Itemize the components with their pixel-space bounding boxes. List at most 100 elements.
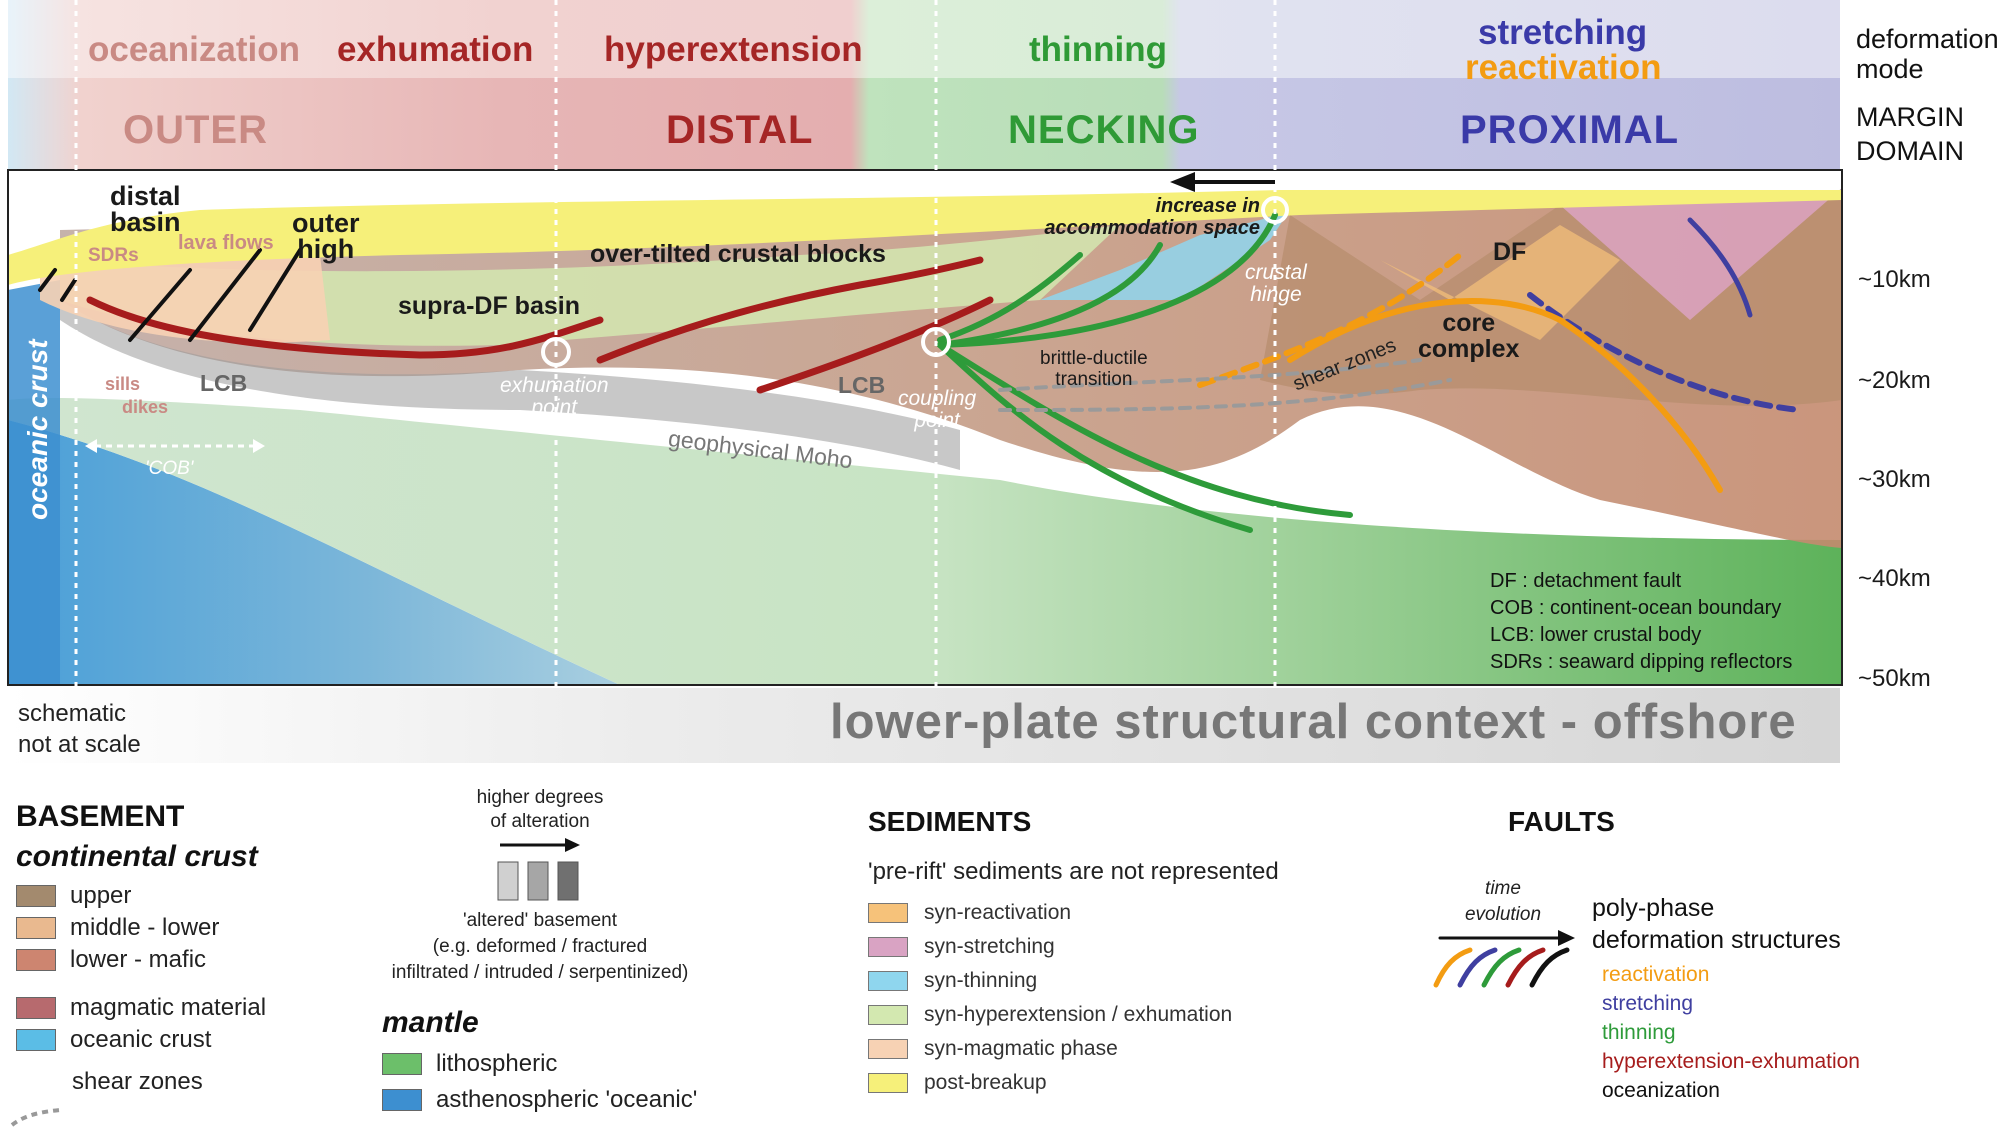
mode-hyperextension: hyperextension [604, 30, 863, 69]
post-breakup-sediments [8, 190, 1842, 285]
sediments-legend: SEDIMENTS 'pre-rift' sediments are not r… [868, 806, 1348, 1100]
shear-zone [998, 378, 1452, 412]
sills-label: sills [105, 374, 141, 394]
dikes-label: dikes [122, 397, 169, 417]
domain-outer: OUTER [123, 108, 268, 152]
continental-crust-title: continental crust [16, 840, 258, 873]
mode-stretching: stretching [1478, 13, 1648, 52]
depth-tick-10: ~10km [1858, 266, 1931, 293]
swatch-lower-mafic [16, 949, 56, 971]
coupling-point-marker [921, 327, 951, 357]
swatch-lithospheric [382, 1053, 422, 1075]
swatch-upper [16, 885, 56, 907]
legend-item-middle-lower: middle - lower [16, 912, 376, 944]
domain-dividers [74, 0, 1277, 690]
lcb-middle-label: LCB [838, 372, 886, 398]
cob-label: 'COB' [145, 458, 194, 479]
footer-band [8, 688, 1840, 763]
accommodation-arrow [1170, 172, 1275, 192]
thinning-fault [937, 342, 1353, 518]
mode-reactivation: reactivation [1465, 48, 1662, 87]
stretching-fault [1687, 217, 1753, 318]
depth-tick-50: ~50km [1858, 665, 1931, 692]
mode-oceanization: oceanization [88, 30, 300, 69]
mode-thinning: thinning [1029, 30, 1168, 69]
over-tilted-blocks-label: over-tilted crustal blocks [590, 240, 886, 268]
hyperextension-fault [756, 296, 994, 394]
sdrs-label: SDRs [88, 245, 139, 266]
cross-section-panel [7, 169, 1843, 686]
alteration-description: 'altered' basement (e.g. deformed / frac… [391, 910, 689, 983]
cross-section-frame [7, 169, 1843, 686]
shear-zone-legend-line [10, 1108, 61, 1127]
swatch-middle-lower [16, 917, 56, 939]
swatch-syn-reactivation [868, 903, 908, 923]
depth-tick-20: ~20km [1858, 367, 1931, 394]
legend-item-syn-hyperextension: syn-hyperextension / exhumation [868, 998, 1348, 1032]
hyperextension-fault [86, 296, 604, 359]
fault-type-hyperextension: hyperextension-exhumation [1602, 1050, 1860, 1073]
mantle-legend: mantle lithospheric asthenospheric 'ocea… [382, 1006, 762, 1118]
legend-item-lower-mafic: lower - mafic [16, 944, 376, 976]
legend-item-syn-stretching: syn-stretching [868, 930, 1348, 964]
swatch-asthenospheric [382, 1089, 422, 1111]
fault-types-list: reactivation stretching thinning hyperex… [1602, 960, 1860, 1105]
legend-item-syn-reactivation: syn-reactivation [868, 896, 1348, 930]
deformation-mode-band [8, 0, 1840, 78]
legend-item-upper: upper [16, 880, 376, 912]
depth-tick-40: ~40km [1858, 565, 1931, 592]
domain-distal: DISTAL [666, 108, 814, 152]
syn-reactivation-sediments [1380, 225, 1620, 340]
basement-legend: BASEMENT continental crust upper middle … [16, 800, 376, 1098]
swatch-syn-hyperextension [868, 1005, 908, 1025]
margin-domain-band [8, 78, 1840, 170]
legend-item-lithospheric: lithospheric [382, 1046, 762, 1082]
fault-type-stretching: stretching [1602, 992, 1694, 1015]
legend-item-asthenospheric: asthenospheric 'oceanic' [382, 1082, 762, 1118]
margin-domain-label: MARGIN DOMAIN [1856, 102, 1964, 166]
syn-thinning-sediments [1040, 210, 1290, 300]
legend-item-post-breakup: post-breakup [868, 1066, 1348, 1100]
hyperextension-fault [596, 256, 984, 364]
thinning-fault [937, 252, 1083, 343]
thinning-fault [937, 212, 1278, 348]
syn-stretching-sediments [1290, 188, 1842, 320]
faults [38, 212, 1803, 533]
oceanization-fault [38, 268, 77, 302]
asthenosphere-layer [8, 420, 620, 685]
basement-title: BASEMENT [16, 800, 185, 833]
reactivation-fault [1287, 297, 1723, 493]
faults-legend-graphic [1433, 930, 1575, 988]
deformation-mode-label: deformation mode [1856, 24, 1999, 84]
oceanic-crust-column [8, 280, 60, 685]
structural-context-title: lower-plate structural context - offshor… [830, 695, 1797, 749]
lithospheric-mantle-layer [8, 398, 1842, 685]
legend-item-oceanic-crust: oceanic crust [16, 1024, 376, 1056]
depth-tick-30: ~30km [1858, 466, 1931, 493]
legend-item-syn-thinning: syn-thinning [868, 964, 1348, 998]
oceanic-crust-label: oceanic crust [22, 339, 53, 520]
swatch-syn-thinning [868, 971, 908, 991]
supra-df-basin-label: supra-DF basin [398, 292, 580, 320]
sediments-title: SEDIMENTS [868, 806, 1032, 837]
swatch-post-breakup [868, 1073, 908, 1093]
cob-arrow [85, 439, 265, 453]
df-label: DF [1493, 238, 1527, 266]
swatch-syn-stretching [868, 937, 908, 957]
exhumation-point-marker [541, 337, 571, 367]
swatch-oceanic-crust [16, 1029, 56, 1051]
thinning-fault [937, 242, 1163, 348]
fault-type-oceanization: oceanization [1602, 1079, 1720, 1102]
swatch-magmatic [16, 997, 56, 1019]
shear-zone [998, 358, 1422, 392]
